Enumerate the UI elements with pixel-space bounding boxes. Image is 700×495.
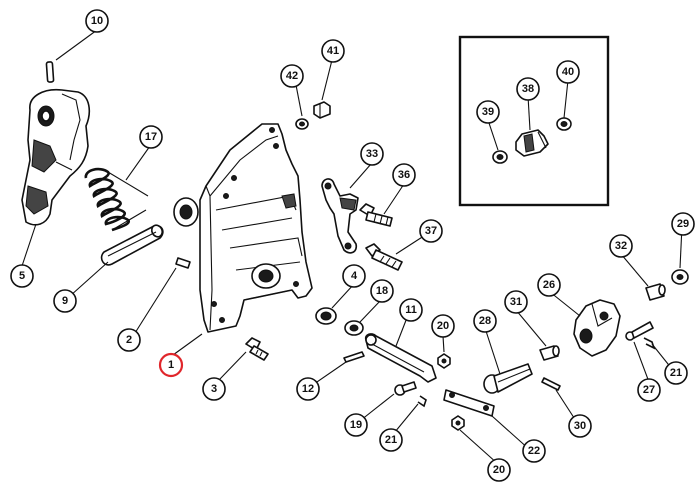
callout: 39 — [476, 100, 500, 124]
callout-label: 18 — [376, 285, 388, 297]
callout: 3 — [202, 377, 226, 401]
callout: 18 — [370, 279, 394, 303]
part-cotter-pin-21b — [643, 337, 656, 350]
callout-label: 11 — [405, 304, 417, 316]
callout: 22 — [522, 439, 546, 463]
callout: 33 — [360, 142, 384, 166]
callout: 41 — [321, 39, 345, 63]
callout-label: 22 — [528, 445, 540, 457]
callout: 40 — [556, 60, 580, 84]
callout-label: 32 — [615, 240, 627, 252]
callout: 4 — [342, 264, 366, 288]
callout-label: 17 — [145, 131, 157, 143]
callout-label: 30 — [574, 420, 586, 432]
callout-label: 19 — [350, 419, 362, 431]
callout-label: 29 — [677, 218, 689, 230]
callout-label: 10 — [91, 15, 103, 27]
callout-label: 12 — [302, 383, 314, 395]
callout: 36 — [392, 163, 416, 187]
part-mounting-plate — [173, 123, 313, 333]
callout: 20 — [431, 314, 455, 338]
part-yoke-26 — [573, 299, 621, 357]
callout-label: 37 — [425, 225, 437, 237]
part-pin-27 — [625, 321, 654, 341]
callout-label: 21 — [670, 367, 682, 379]
part-strap-22 — [443, 389, 495, 417]
part-rod-11 — [364, 333, 437, 383]
callout: 42 — [280, 64, 304, 88]
part-coil-spring — [84, 167, 149, 232]
part-washer-42 — [295, 118, 309, 130]
callout: 5 — [10, 264, 34, 288]
callout: 26 — [537, 273, 561, 297]
part-cotter-pin-21a — [417, 395, 427, 408]
callout: 28 — [473, 309, 497, 333]
callout: 19 — [344, 413, 368, 437]
part-pin-28 — [483, 363, 533, 394]
callout-label: 20 — [493, 464, 505, 476]
callout: 2 — [117, 328, 141, 352]
part-nut-20b — [451, 415, 465, 431]
callout: 37 — [419, 219, 443, 243]
part-nut-20a — [437, 353, 451, 369]
callout-label: 31 — [510, 296, 522, 308]
callout-label: 28 — [479, 315, 491, 327]
callout-label: 41 — [327, 45, 339, 57]
callout: 21 — [664, 361, 688, 385]
callout-label: 38 — [522, 83, 534, 95]
callout: 9 — [53, 289, 77, 313]
callout-highlighted: 1 — [158, 352, 184, 378]
callout: 38 — [516, 77, 540, 101]
callout-label: 1 — [168, 359, 174, 371]
part-bellcrank — [321, 178, 359, 254]
callout-label: 3 — [211, 383, 217, 395]
callout: 12 — [296, 377, 320, 401]
part-capscrew-3 — [245, 337, 269, 361]
part-bushing-4 — [315, 307, 337, 325]
callout-label: 9 — [62, 295, 68, 307]
part-bolt-37 — [365, 243, 403, 271]
part-bushing-31 — [539, 345, 560, 361]
callout: 30 — [568, 414, 592, 438]
part-small-pin — [175, 257, 191, 269]
part-fitting-41 — [313, 101, 331, 119]
callout-label: 33 — [366, 148, 378, 160]
callout-label: 39 — [482, 106, 494, 118]
part-clevis-pin-19 — [394, 381, 417, 396]
callout-label: 5 — [19, 270, 25, 282]
callout: 21 — [379, 428, 403, 452]
part-pin — [100, 224, 164, 266]
callout-label: 26 — [543, 279, 555, 291]
part-washer-18 — [344, 320, 364, 336]
callout: 11 — [399, 298, 423, 322]
part-small-pin-12 — [343, 351, 365, 363]
callout: 32 — [609, 234, 633, 258]
part-washer-29 — [671, 269, 689, 285]
callout-label: 27 — [643, 384, 655, 396]
callout: 27 — [637, 378, 661, 402]
callout-label: 21 — [385, 434, 397, 446]
callout: 31 — [504, 290, 528, 314]
callout-label: 40 — [562, 66, 574, 78]
callout: 29 — [671, 212, 695, 236]
part-lever-casting — [21, 88, 91, 226]
part-washer-39 — [492, 150, 508, 164]
part-bolt-36 — [359, 203, 393, 227]
callout-label: 42 — [286, 70, 298, 82]
detail-inset — [458, 35, 610, 207]
callout-label: 2 — [126, 334, 132, 346]
leader-lines — [21, 29, 683, 465]
part-washer-40 — [556, 117, 572, 131]
callout: 17 — [139, 125, 163, 149]
callout-label: 36 — [398, 169, 410, 181]
callout-label: 4 — [351, 270, 358, 282]
part-spring-pin-30 — [541, 377, 561, 391]
callout-label: 20 — [437, 320, 449, 332]
callout: 20 — [487, 458, 511, 482]
callout: 10 — [85, 9, 109, 33]
part-fitting-38 — [515, 129, 549, 157]
part-bushing-32 — [645, 283, 666, 301]
part-roll-pin — [45, 61, 55, 83]
